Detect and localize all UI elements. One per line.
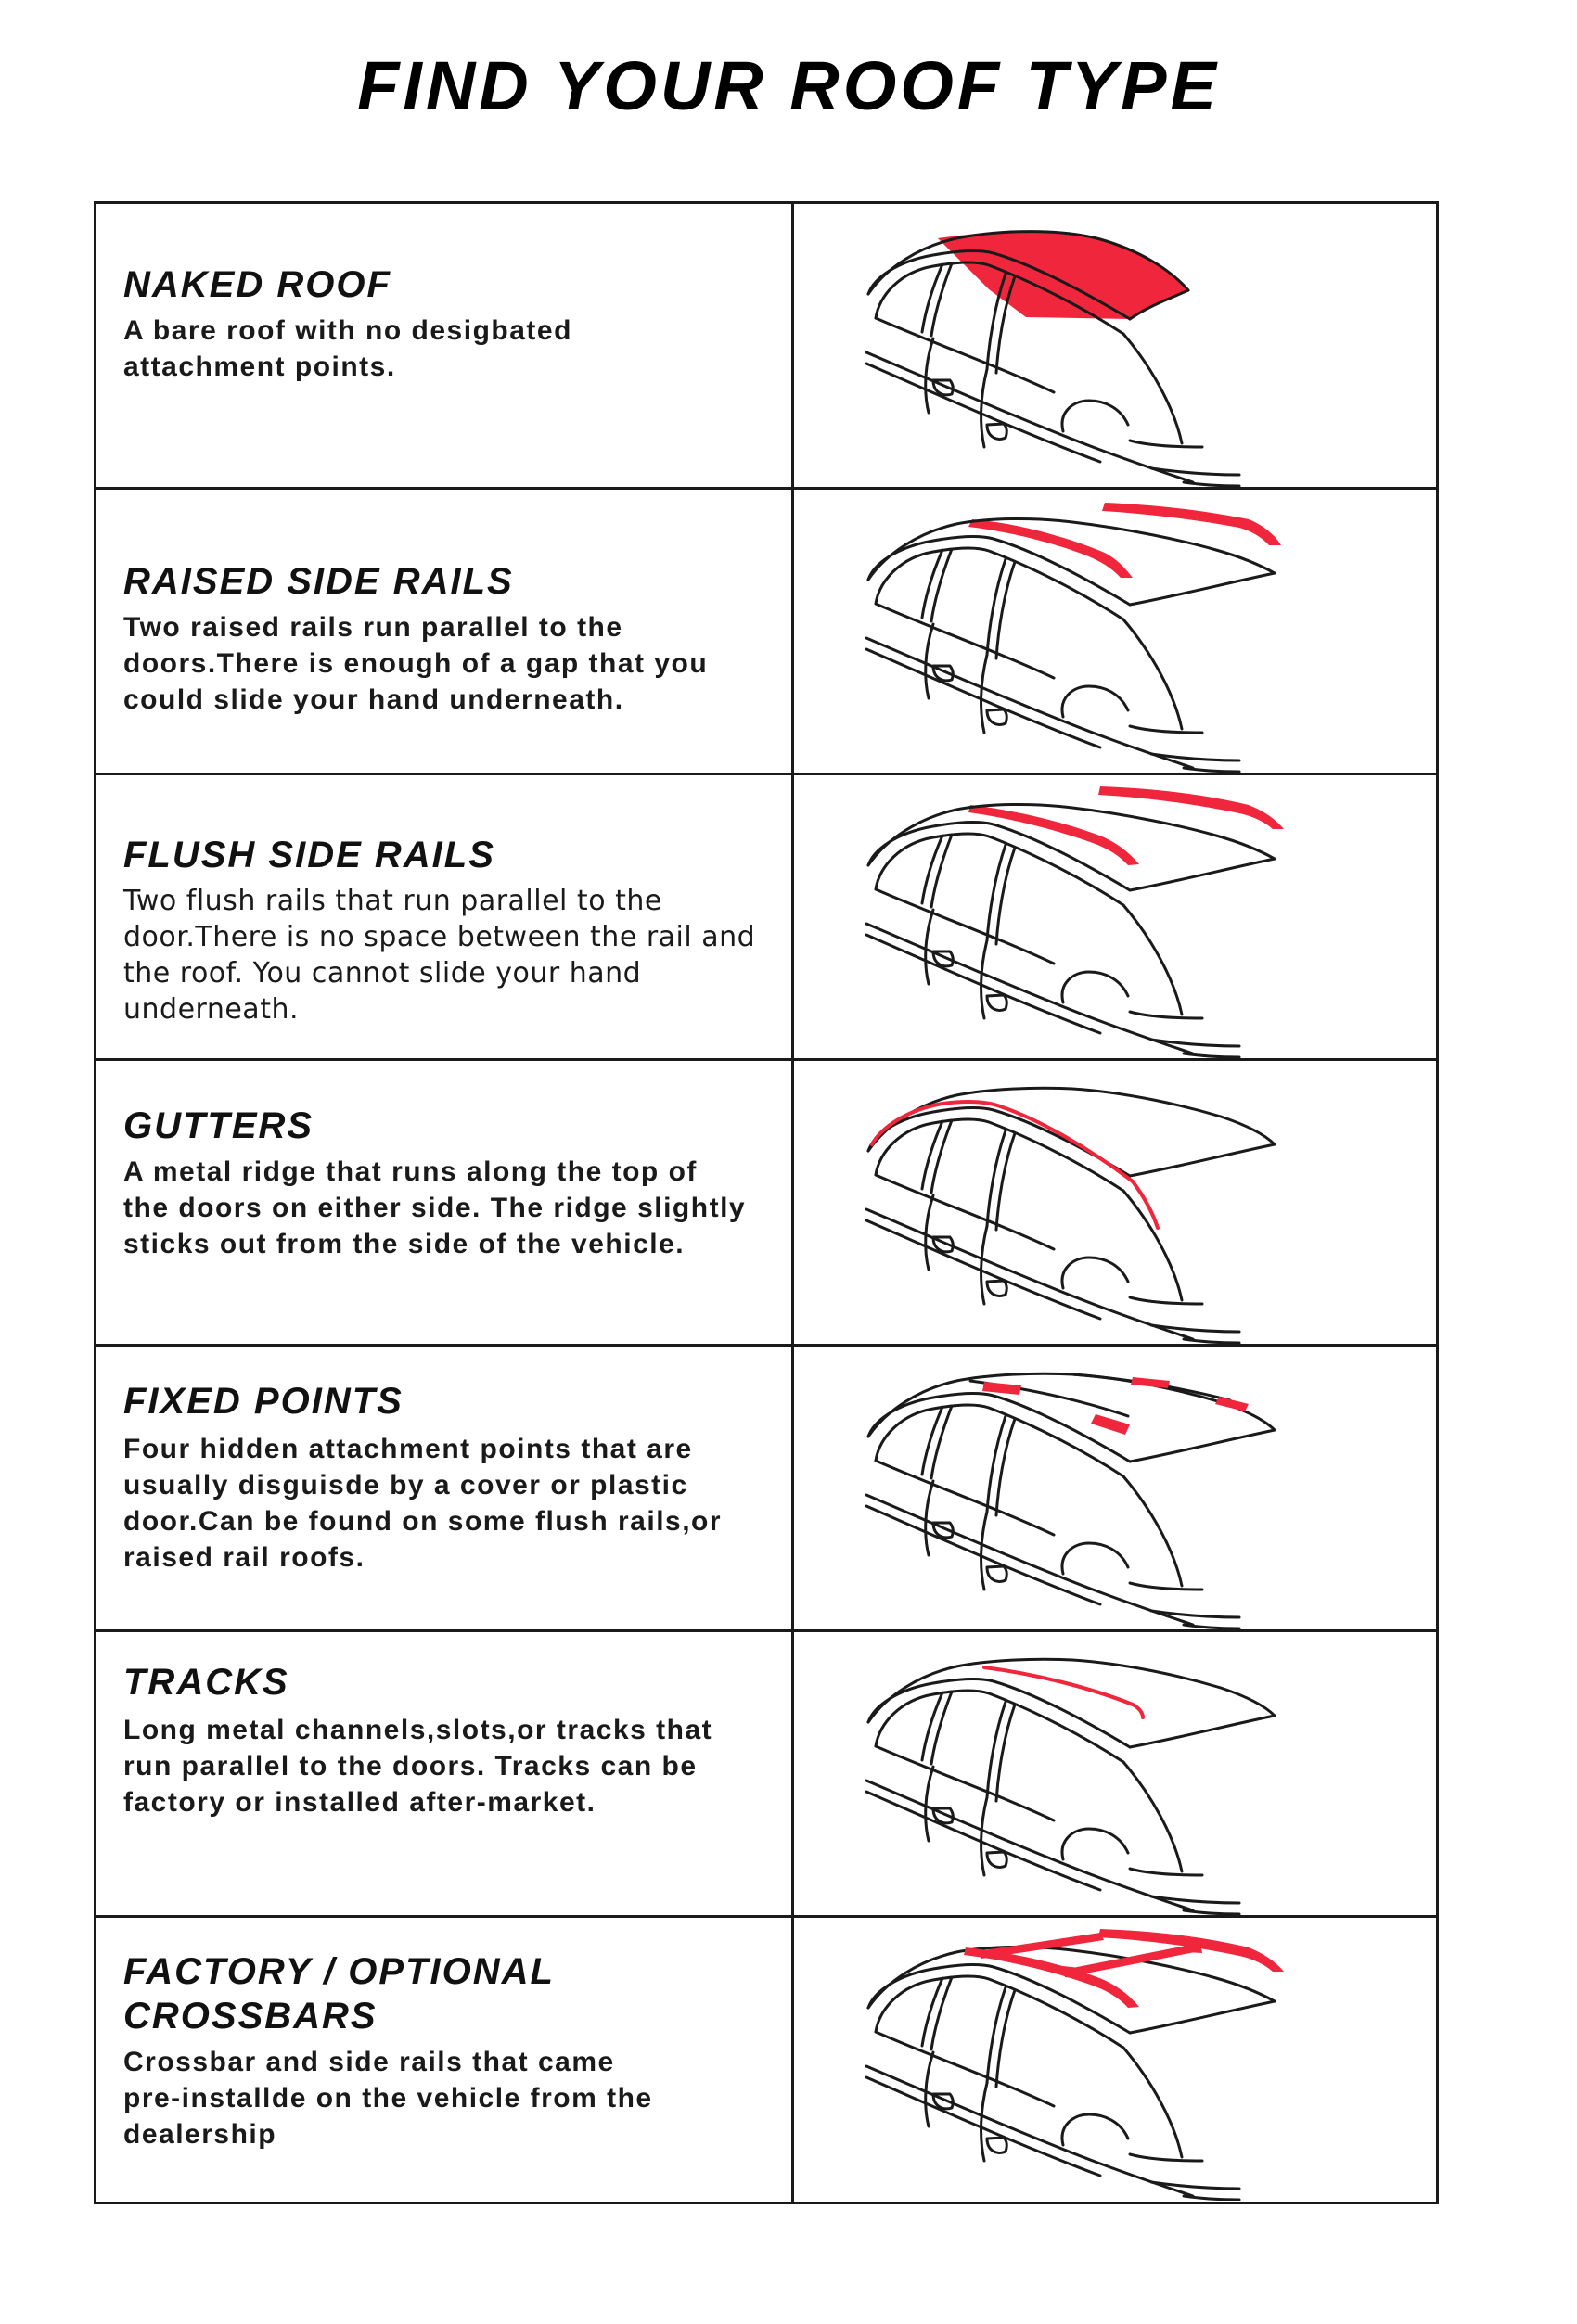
roof-type-row-naked-roof: NAKED ROOF A bare roof with no desigbate… <box>96 204 1436 490</box>
roof-type-description: Crossbar and side rails that came pre-in… <box>123 2047 653 2150</box>
roof-type-title: TRACKS <box>123 1662 289 1703</box>
page-title: FIND YOUR ROOF TYPE <box>357 47 1220 124</box>
roof-type-text-cell: TRACKS Long metal channels,slots,or trac… <box>96 1632 791 1915</box>
roof-type-title: RAISED SIDE RAILS <box>123 561 514 602</box>
roof-type-description: Two flush rails that run parallel to the… <box>123 885 756 1026</box>
column-divider <box>791 204 794 2202</box>
roof-type-illustration-cell <box>794 490 1436 773</box>
roof-type-text-cell: GUTTERS A metal ridge that runs along th… <box>96 1061 791 1344</box>
roof-type-description: Two raised rails run parallel to the doo… <box>123 612 709 715</box>
car-tracks-illustration <box>865 1657 1276 1915</box>
roof-type-title: FIXED POINTS <box>123 1381 404 1422</box>
car-fixed-points-illustration <box>865 1372 1276 1629</box>
roof-type-text-cell: FIXED POINTS Four hidden attachment poin… <box>96 1347 791 1629</box>
roof-type-row-raised-side-rails: RAISED SIDE RAILS Two raised rails run p… <box>96 490 1436 775</box>
roof-type-row-factory-crossbars: FACTORY / OPTIONAL CROSSBARS Crossbar an… <box>96 1918 1436 2202</box>
roof-type-text-cell: NAKED ROOF A bare roof with no desigbate… <box>96 204 791 487</box>
roof-type-row-fixed-points: FIXED POINTS Four hidden attachment poin… <box>96 1347 1436 1632</box>
roof-type-title: GUTTERS <box>123 1105 314 1146</box>
roof-type-illustration-cell <box>794 1632 1436 1915</box>
car-raised-side-rails-illustration <box>865 503 1281 773</box>
roof-type-row-gutters: GUTTERS A metal ridge that runs along th… <box>96 1061 1436 1347</box>
roof-type-table: NAKED ROOF A bare roof with no desigbate… <box>94 201 1439 2204</box>
roof-type-row-flush-side-rails: FLUSH SIDE RAILS Two flush rails that ru… <box>96 775 1436 1061</box>
roof-type-illustration-cell <box>794 204 1436 487</box>
car-naked-roof-illustration <box>865 230 1241 487</box>
roof-type-illustration-cell <box>794 1347 1436 1629</box>
roof-type-illustration-cell <box>794 1061 1436 1344</box>
roof-type-title: FACTORY / OPTIONAL CROSSBARS <box>123 1951 555 2037</box>
roof-type-description: Long metal channels,slots,or tracks that… <box>123 1715 713 1818</box>
roof-type-description: Four hidden attachment points that are u… <box>123 1434 723 1573</box>
roof-type-text-cell: FACTORY / OPTIONAL CROSSBARS Crossbar an… <box>96 1918 791 2202</box>
roof-type-row-tracks: TRACKS Long metal channels,slots,or trac… <box>96 1632 1436 1918</box>
roof-type-illustration-cell <box>794 1918 1436 2202</box>
roof-type-text-cell: FLUSH SIDE RAILS Two flush rails that ru… <box>96 775 791 1058</box>
roof-type-description: A bare roof with no desigbated attachmen… <box>123 315 572 382</box>
roof-type-description: A metal ridge that runs along the top of… <box>123 1156 747 1259</box>
car-factory-crossbars-illustration <box>865 1929 1284 2201</box>
car-gutters-illustration <box>865 1086 1276 1344</box>
car-flush-side-rails-illustration <box>865 786 1284 1058</box>
roof-type-text-cell: RAISED SIDE RAILS Two raised rails run p… <box>96 490 791 773</box>
roof-type-title: NAKED ROOF <box>123 264 391 305</box>
roof-type-title: FLUSH SIDE RAILS <box>123 835 495 875</box>
roof-type-illustration-cell <box>794 775 1436 1058</box>
